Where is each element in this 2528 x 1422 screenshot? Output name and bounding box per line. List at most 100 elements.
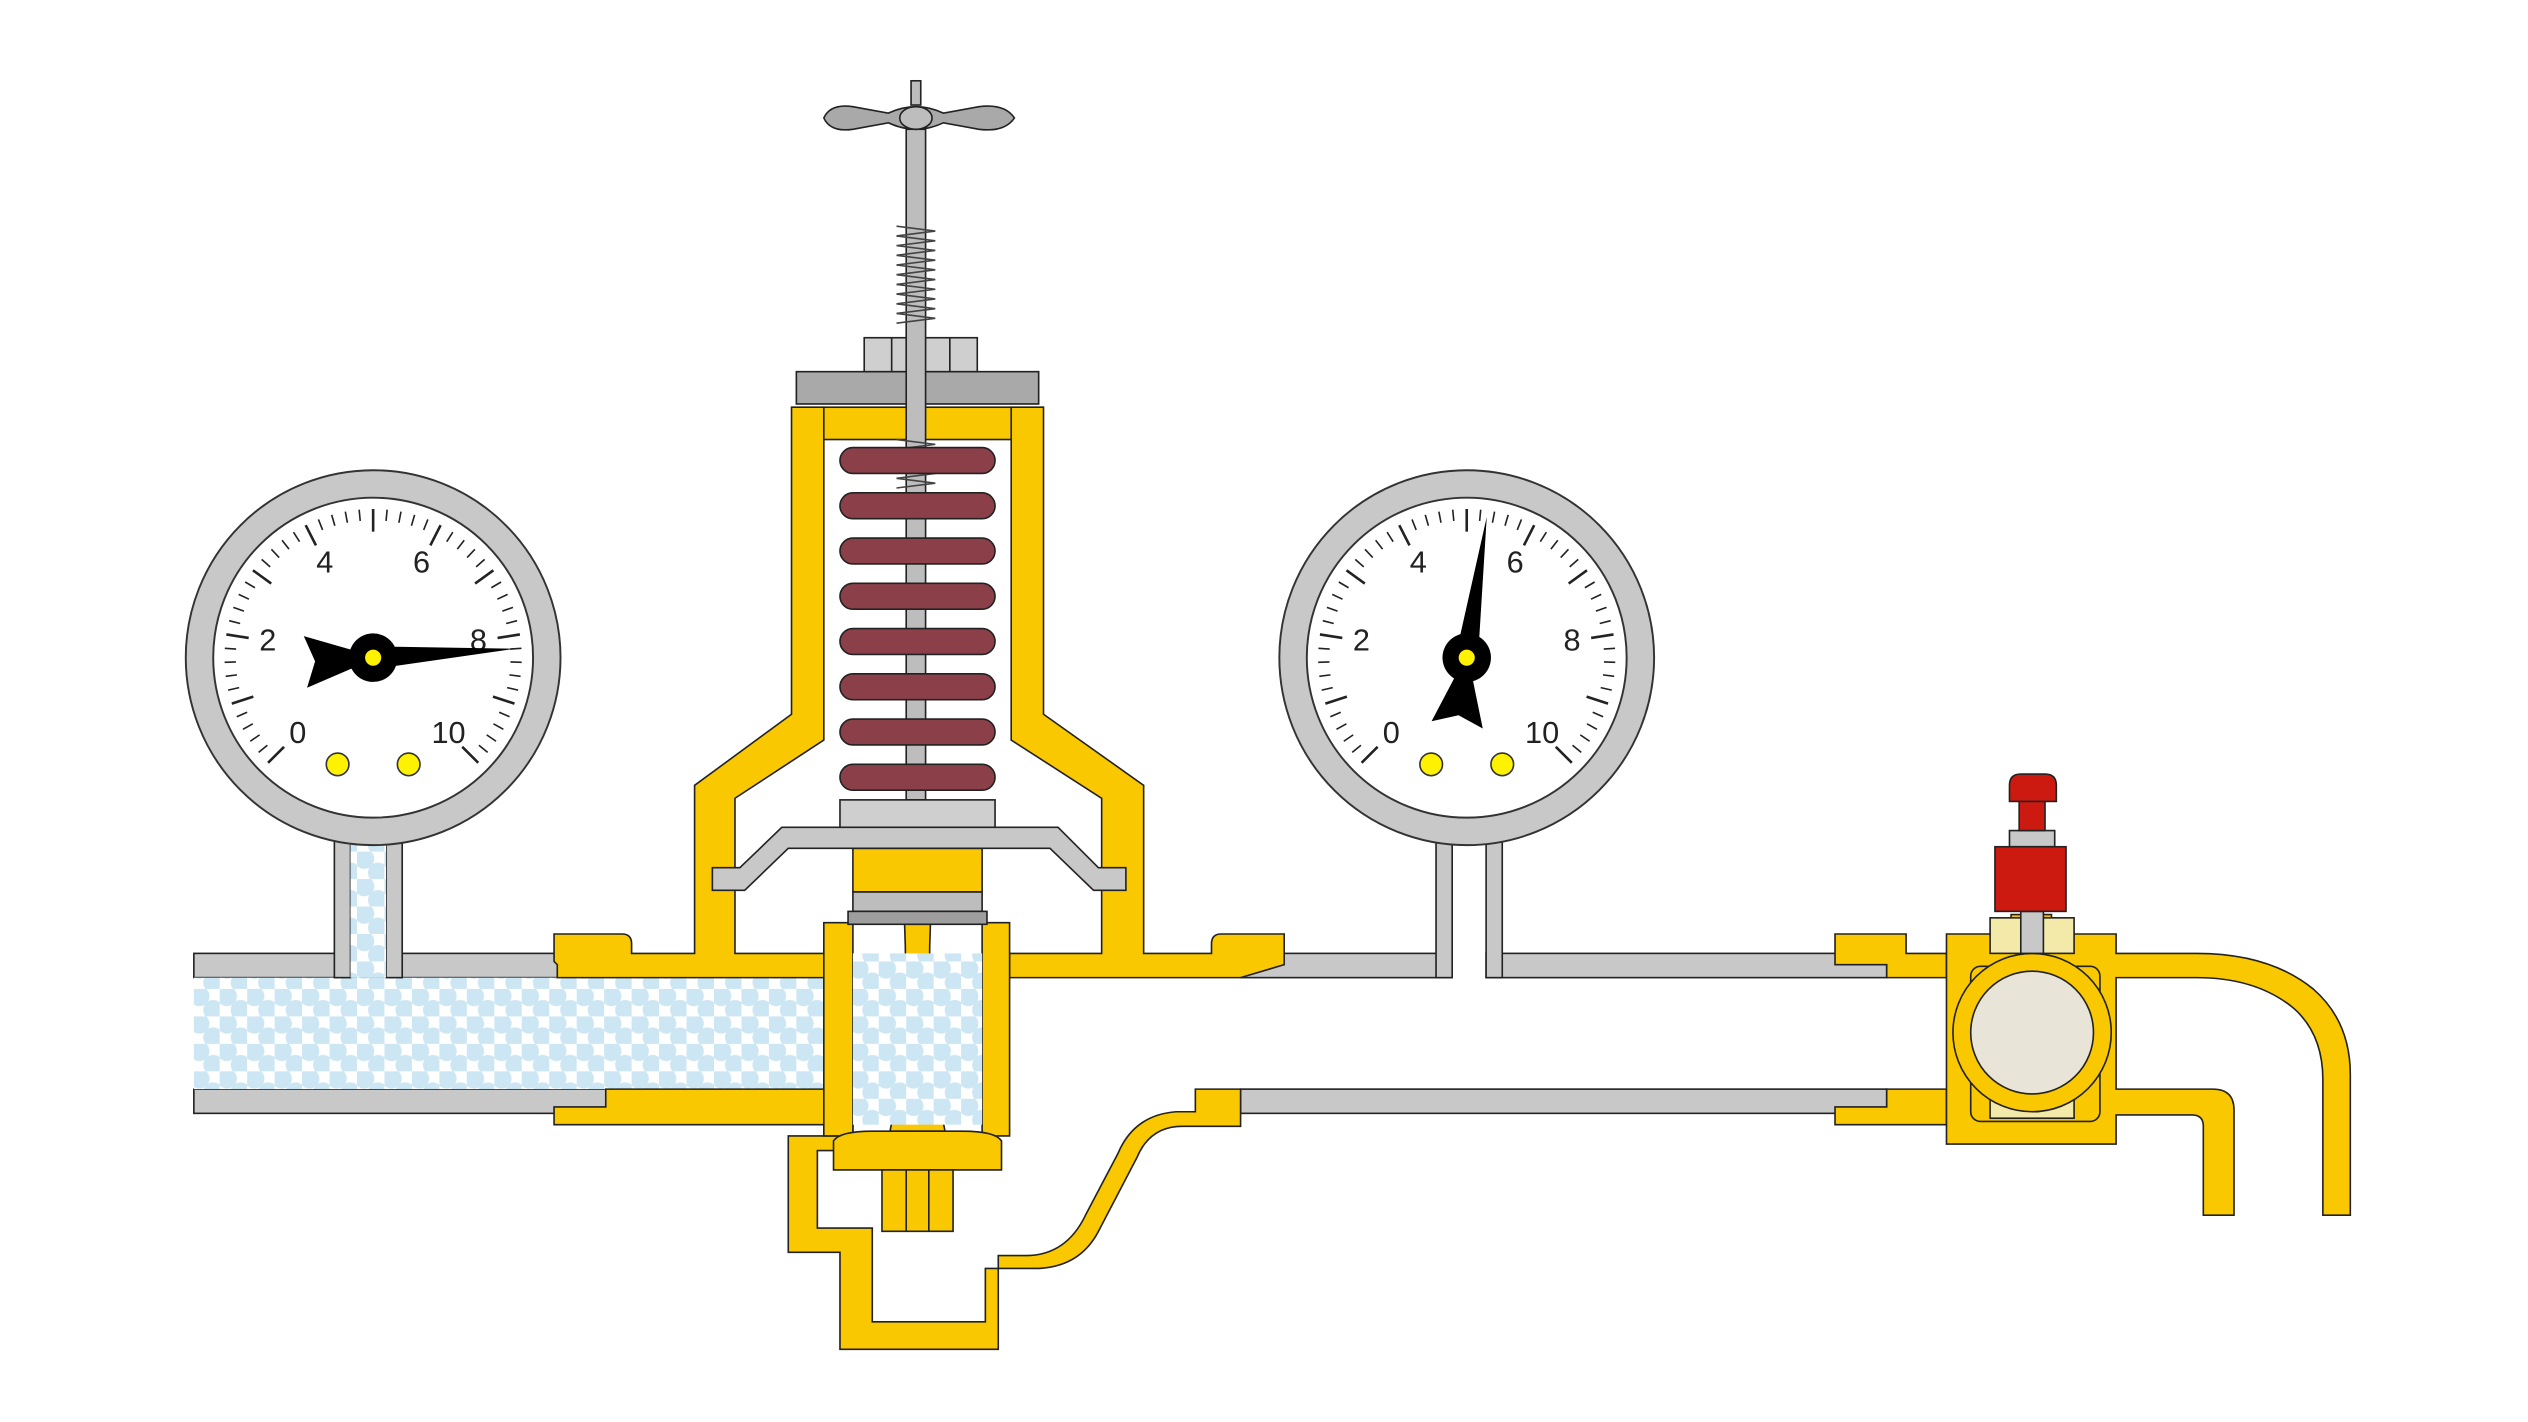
gauge-scale-label: 0: [1383, 715, 1400, 750]
gauge-tick: [509, 674, 521, 678]
gauge-tick: [227, 686, 240, 691]
gauge-tick: [446, 531, 454, 543]
gauge-tick: [474, 569, 495, 585]
ball-valve-icon[interactable]: [1834, 773, 2352, 1216]
gauge-scale-label: 6: [1507, 544, 1524, 579]
gauge-tick: [330, 514, 336, 527]
seat-wall-right: [981, 921, 1011, 1137]
gauge-tick: [224, 647, 237, 650]
gauge-tick: [317, 519, 324, 531]
gauge-tick: [1398, 524, 1411, 546]
gauge-tick: [492, 695, 515, 705]
gauge-tick: [1374, 539, 1384, 550]
gauge-tick: [1360, 745, 1379, 764]
gauge-tick: [1319, 633, 1343, 640]
gauge-tick: [1438, 511, 1442, 523]
gauge-tick: [1318, 647, 1330, 650]
gauge-tick: [270, 548, 280, 559]
gauge-tick: [498, 711, 510, 718]
gauge-tick: [493, 723, 504, 731]
gauge-tick: [228, 619, 241, 625]
spring-coil: [839, 446, 996, 475]
gauge-tick: [486, 734, 497, 742]
ball: [1969, 970, 2095, 1095]
inlet-coupling-bottom: [553, 1088, 1242, 1351]
gauge-tick: [244, 581, 256, 589]
gauge-tick: [1539, 531, 1548, 543]
gauge-tick: [506, 686, 519, 691]
gauge-tick: [233, 606, 245, 612]
outlet-body-top: [1008, 406, 1285, 979]
gauge-tick: [1351, 744, 1362, 754]
gauge-tick: [249, 734, 261, 742]
diaphragm-icon: [711, 799, 1127, 892]
gauge-tick: [252, 569, 272, 585]
gauge-tick: [429, 524, 442, 546]
gauge-tick: [258, 744, 268, 754]
spring-coil: [839, 718, 996, 746]
gauge-tick: [1343, 734, 1354, 742]
gauge-tick: [502, 606, 514, 612]
gauge-tick: [398, 511, 402, 523]
inlet-gauge-stem: [333, 831, 404, 979]
gauge-screw: [1419, 752, 1444, 777]
inlet-pipe: [193, 952, 853, 1115]
valve-cap[interactable]: [1994, 845, 2067, 913]
gauge-tick: [505, 619, 518, 625]
spring-coil: [839, 673, 996, 701]
gauge-tick: [1569, 558, 1579, 568]
spring-bottom-plate: [839, 799, 996, 830]
stem-guide: [852, 847, 983, 893]
gauge-tick: [478, 744, 489, 754]
inlet-pipe-top-wall: [193, 952, 615, 979]
gauge-tick: [281, 539, 290, 550]
spring-coil: [839, 492, 996, 520]
gauge-tick: [236, 711, 248, 718]
gauge-scale-label: 4: [1410, 544, 1427, 579]
gauge-tick: [1451, 509, 1455, 522]
gauge-tick: [1321, 686, 1333, 691]
gauge-tick: [267, 745, 285, 764]
gauge-tick: [1330, 711, 1342, 718]
gauge-tick: [1579, 734, 1591, 742]
gauge-tick: [231, 695, 254, 705]
spring-coil: [839, 627, 996, 656]
outlet-pipe-bottom-wall: [1239, 1088, 1888, 1115]
gauge-tick: [1586, 695, 1609, 705]
gauge-tick: [1522, 524, 1536, 546]
valve-disc: [832, 1130, 1003, 1171]
gauge-tick: [1336, 723, 1347, 731]
tee-handle-icon[interactable]: [822, 105, 1016, 131]
spring-coil: [839, 537, 996, 565]
gauge-tick: [1319, 674, 1331, 678]
gauge-tick: [497, 633, 521, 640]
gauge-tick: [1567, 569, 1588, 585]
gauge-tick: [1424, 514, 1430, 527]
gauge-tick: [1516, 519, 1523, 531]
disc-nut: [881, 1169, 954, 1233]
valve-body: [553, 406, 1285, 1351]
gauge-tick: [385, 509, 388, 522]
outlet-pipe: [1239, 831, 1888, 1115]
gauge-tick: [1322, 619, 1334, 625]
gauge-tick: [1338, 581, 1349, 589]
gauge-tick: [304, 524, 318, 546]
gauge-tick: [1600, 686, 1612, 691]
gauge-tick: [1504, 514, 1509, 527]
gauge-tick: [1364, 548, 1374, 559]
screw-thread: [896, 225, 936, 324]
spring-coil: [839, 763, 996, 791]
gauge-tick: [344, 511, 349, 523]
gauge-tick: [490, 581, 502, 589]
seat-water: [852, 953, 983, 1125]
gauge-tick: [1595, 606, 1607, 612]
gauge-tick: [1324, 695, 1348, 705]
gauge-tick: [1602, 674, 1615, 678]
gauge-tick: [1584, 581, 1596, 589]
gauge-tick: [1411, 519, 1417, 531]
gauge-tick: [497, 593, 508, 600]
inlet-coupling-top: [553, 406, 841, 979]
outlet-gauge-stem-left: [1435, 831, 1453, 979]
